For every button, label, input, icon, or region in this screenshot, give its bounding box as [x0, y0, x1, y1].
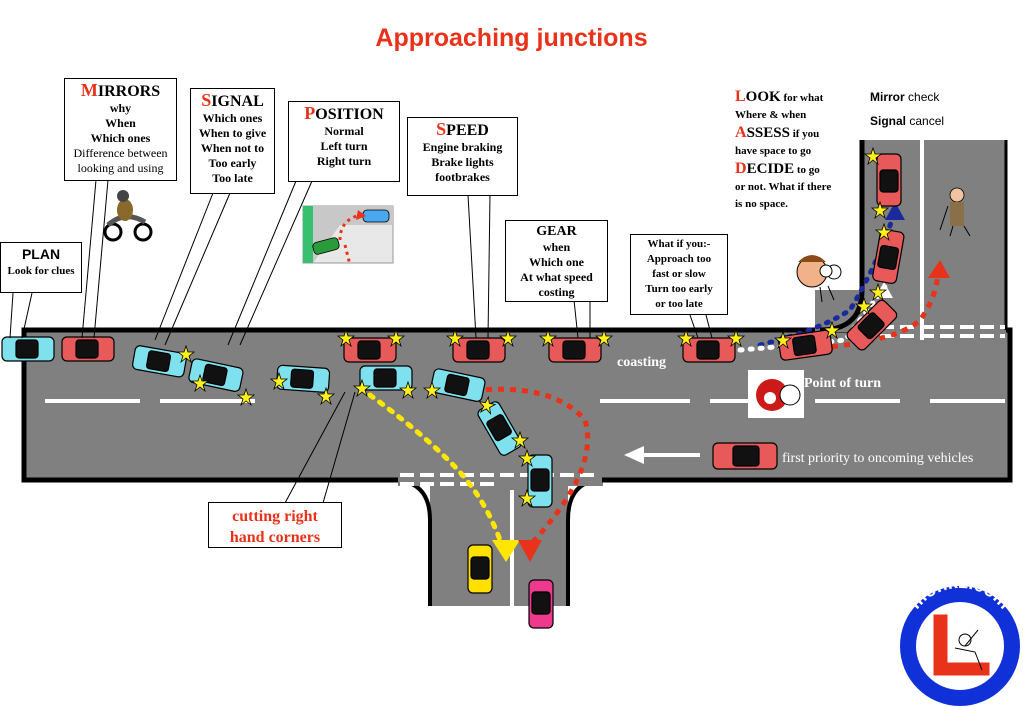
signal-heading: SIGNAL — [201, 90, 264, 111]
whatif-line: Turn too early — [645, 283, 713, 295]
gear-line: At what speed — [520, 270, 593, 284]
whatif-line: or too late — [655, 298, 703, 310]
callout-lines — [9, 179, 713, 504]
car-cyan — [359, 365, 413, 391]
speed-line: Engine braking — [422, 140, 503, 154]
gear-callout: GEAR when Which one At what speed costin… — [505, 220, 608, 302]
priority-label: first priority to oncoming vehicles — [782, 451, 974, 466]
mirrors-line: looking and using — [77, 161, 164, 175]
plan-heading: PLAN — [21, 246, 61, 262]
decide-line: DECIDE to go — [735, 160, 820, 177]
mirrors-heading: MIRRORS — [80, 80, 161, 101]
lad-line: Where & when — [735, 109, 807, 121]
speed-callout: SPEED Engine braking Brake lights footbr… — [407, 117, 518, 196]
car-yellow — [467, 544, 493, 594]
mirrors-line: When — [105, 116, 136, 130]
cars — [1, 153, 905, 629]
car-cyan — [1, 336, 55, 362]
car-red — [452, 337, 506, 363]
gear-line: Which one — [528, 255, 584, 269]
gear-heading: GEAR — [536, 224, 577, 239]
whatif-line: fast or slow — [652, 268, 706, 280]
signal-line: Which ones — [202, 111, 263, 125]
plan-callout: PLAN Look for clues — [0, 242, 82, 293]
coasting-label: coasting — [617, 355, 666, 370]
gear-line: costing — [538, 285, 575, 299]
mirrors-line: Which ones — [90, 131, 151, 145]
car-cyan — [132, 345, 188, 378]
position-heading: POSITION — [304, 103, 384, 124]
lad-line: or not. What if there — [735, 181, 832, 193]
car-red — [876, 153, 902, 207]
car-pink — [528, 579, 554, 629]
speed-line: footbrakes — [435, 170, 490, 184]
car-red — [343, 337, 397, 363]
car-red — [682, 337, 736, 363]
car-cyan — [276, 364, 331, 393]
lad-line: have space to go — [735, 145, 812, 157]
assess-line: ASSESS if you — [735, 124, 820, 141]
signal-callout: SIGNAL Which ones When to give When not … — [190, 88, 275, 194]
position-line: Right turn — [316, 154, 372, 168]
car-red — [846, 299, 898, 351]
signal-line: When to give — [198, 126, 267, 140]
speed-line: Brake lights — [431, 155, 494, 169]
cutting-line: hand corners — [229, 529, 321, 546]
whatif-line: What if you:- — [647, 238, 711, 250]
plan-text: Look for clues — [7, 265, 75, 277]
gear-line: when — [542, 240, 571, 254]
what-if-callout: What if you:- Approach too fast or slow … — [630, 234, 728, 315]
red-path — [461, 386, 591, 547]
signal-line: When not to — [200, 141, 265, 155]
monk1-logo: monk1.com — [900, 572, 1020, 706]
signal-stars — [176, 146, 894, 508]
signal-cancel-line: Signal cancel — [870, 114, 945, 128]
mirrors-callout: MIRRORS why When Which ones Difference b… — [64, 78, 177, 181]
looking-driver-icon — [796, 255, 842, 303]
signal-line: Too early — [208, 156, 257, 170]
point-of-turn-icon — [748, 370, 804, 418]
mirrors-line: Difference between — [73, 146, 168, 160]
page-title: Approaching junctions — [375, 24, 648, 52]
position-line: Left turn — [320, 139, 368, 153]
car-cyan — [527, 454, 553, 508]
signal-line: Too late — [212, 171, 253, 185]
position-line: Normal — [324, 124, 364, 138]
mirrors-line: why — [109, 101, 132, 115]
position-callout: POSITION Normal Left turn Right turn — [288, 101, 400, 182]
mirror-check-line: Mirror check — [870, 90, 940, 104]
car-red — [712, 442, 778, 470]
mirror-signal-block: Mirror check Signal cancel — [870, 85, 944, 133]
car-red — [61, 336, 115, 362]
lad-line: is no space. — [735, 198, 788, 210]
point-of-turn-label: Point of turn — [804, 376, 881, 391]
speed-heading: SPEED — [436, 119, 489, 140]
car-red — [778, 329, 833, 361]
yellow-path — [357, 385, 508, 558]
look-line: LOOK for what — [735, 88, 824, 105]
cutting-line: cutting right — [232, 508, 318, 525]
car-cyan — [430, 368, 486, 402]
whatif-line: Approach too — [646, 253, 712, 265]
car-cyan — [477, 401, 522, 456]
position-inset-image — [302, 205, 394, 266]
lad-block: LOOK for what Where & when ASSESS if you… — [735, 88, 860, 213]
car-red — [548, 337, 602, 363]
car-red — [872, 228, 905, 284]
motorcycle-icon — [103, 190, 153, 242]
pedestrian-icon — [939, 187, 971, 237]
cutting-corners-callout: cutting right hand corners — [208, 502, 342, 548]
